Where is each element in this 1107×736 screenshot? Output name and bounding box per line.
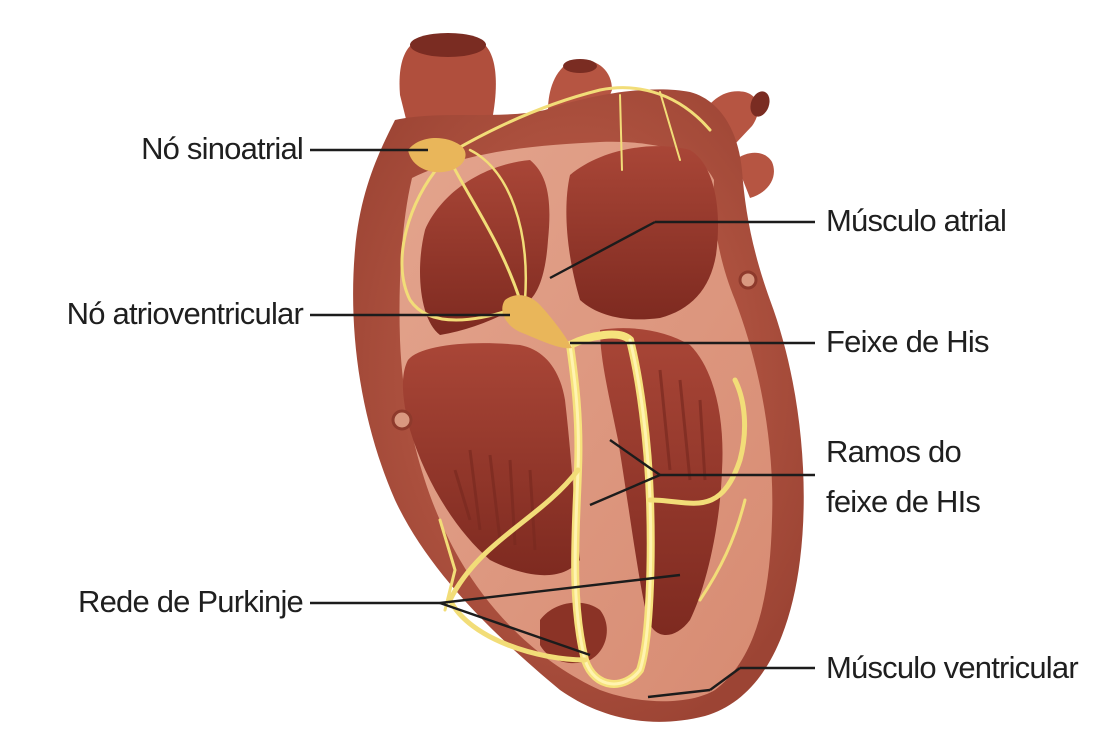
label-ventricular-muscle: Músculo ventricular	[826, 652, 1078, 683]
atrium-right-cavity	[566, 146, 718, 319]
label-sinoatrial-node: Nó sinoatrial	[60, 133, 303, 164]
label-purkinje-network: Rede de Purkinje	[20, 586, 303, 617]
label-his-bundle: Feixe de His	[826, 326, 989, 357]
coronary-vessel-left	[393, 411, 411, 429]
coronary-vessel-right	[740, 272, 756, 288]
label-bundle-branches-line1: Ramos do	[826, 436, 961, 467]
label-atrial-muscle: Músculo atrial	[826, 205, 1006, 236]
label-bundle-branches-line2: feixe de HIs	[826, 486, 980, 517]
label-atrioventricular-node: Nó atrioventricular	[20, 298, 303, 329]
